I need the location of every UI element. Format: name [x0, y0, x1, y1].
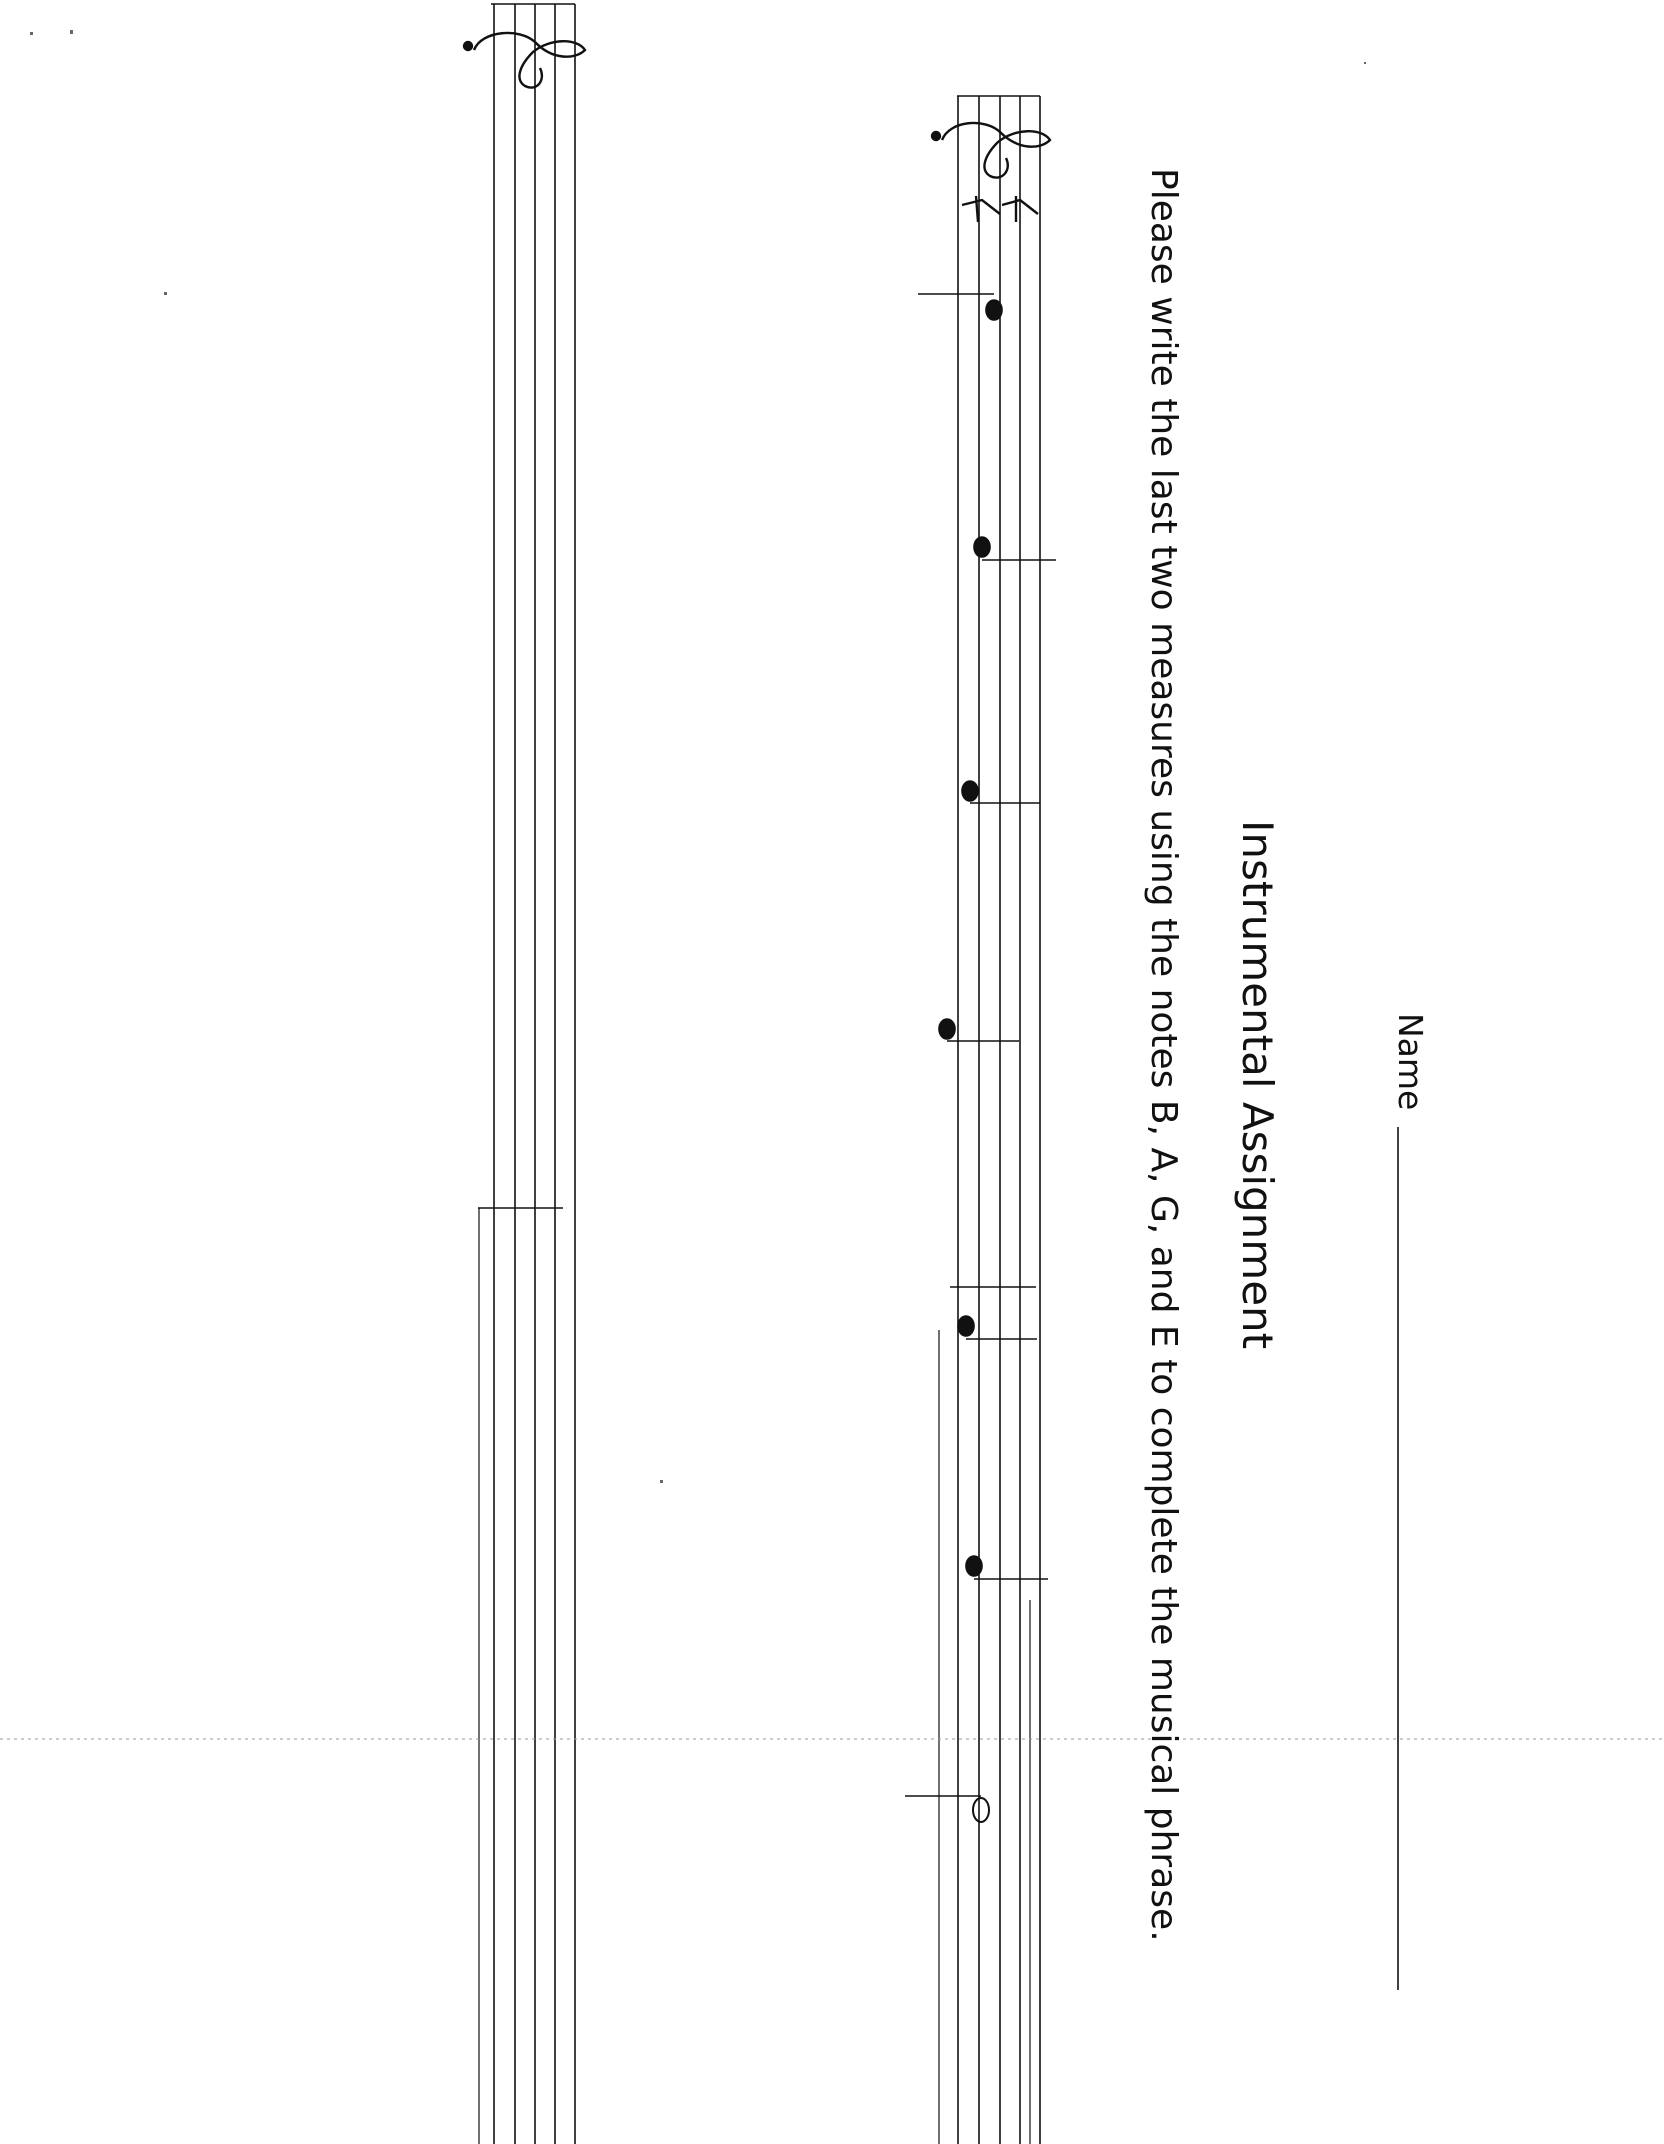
- scan-speck: [70, 30, 73, 34]
- treble-clef-icon: [930, 121, 1052, 179]
- quarter-note: [938, 1018, 1019, 1042]
- quarter-note: [957, 1315, 1037, 1340]
- staff-upper: [938, 95, 1041, 2144]
- half-note: [905, 1795, 990, 1823]
- instructions-text: Please write the last two measures using…: [1143, 168, 1184, 1942]
- scan-speck: [30, 32, 33, 35]
- quarter-note: [965, 1555, 1048, 1580]
- quarter-note: [918, 293, 1003, 321]
- time-signature-4-4-icon: [961, 195, 1039, 223]
- quarter-note: [961, 780, 1040, 804]
- name-label: Name: [1391, 1013, 1430, 1111]
- worksheet-title: Instrumental Assignment: [1233, 820, 1282, 1350]
- treble-clef-icon: [462, 31, 587, 89]
- notes: [905, 293, 1056, 1823]
- scan-speck: [1364, 62, 1366, 64]
- scan-speck: [660, 1480, 663, 1483]
- scan-speck: [164, 292, 167, 295]
- quarter-note: [973, 536, 1056, 561]
- staff-lower: [478, 3, 576, 2144]
